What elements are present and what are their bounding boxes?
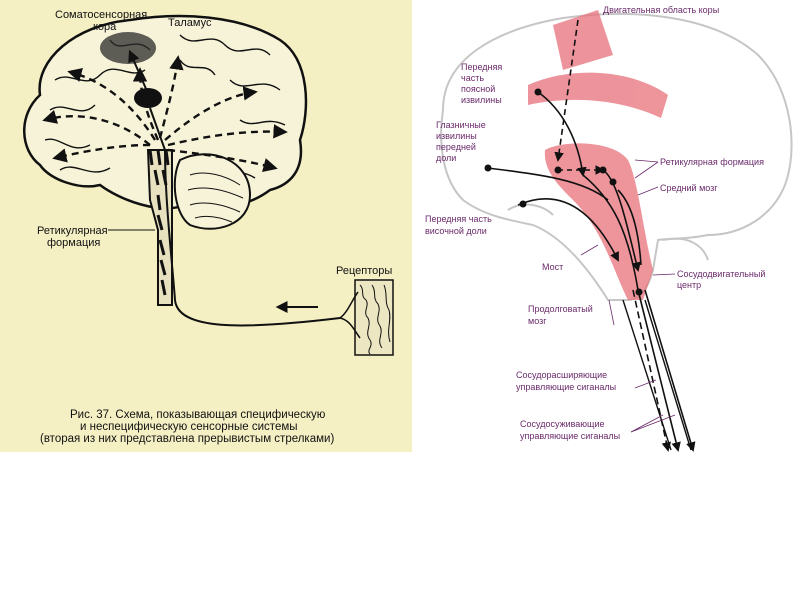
- label-cingulate-line1: Передняя: [461, 62, 502, 72]
- label-medulla-line2: мозг: [528, 316, 547, 326]
- cingulate-band: [528, 72, 668, 118]
- receptor-tissue: [339, 279, 394, 356]
- label-motor-cortex: Двигательная область коры: [603, 5, 719, 15]
- label-reticular-line1: Ретикулярная: [37, 225, 108, 237]
- thalamus-shape: [134, 88, 162, 108]
- label-vasomotor-line1: Сосудодвигательный: [677, 269, 765, 279]
- label-reticular-line2: формация: [47, 237, 100, 249]
- somatosensory-cortex-area: [100, 32, 156, 64]
- brain-outline: [23, 14, 308, 211]
- spinal-cord: [622, 299, 692, 451]
- label-vasodilator-line2: управляющие сиганалы: [516, 382, 616, 392]
- label-orbital-line4: доли: [436, 153, 456, 163]
- label-midbrain: Средний мозг: [660, 183, 718, 193]
- label-vasodilator-line1: Сосудорасширяющие: [516, 370, 607, 380]
- label-vasoconstrictor-line2: управляющие сиганалы: [520, 431, 620, 441]
- label-temporal-line1: Передняя часть: [425, 214, 492, 224]
- caption-line2: и неспецифическую сенсорные системы: [80, 421, 298, 433]
- label-cingulate-line3: поясной: [461, 84, 495, 94]
- label-reticular-formation: Ретикулярная формация: [660, 157, 764, 167]
- motor-cortex-band: [553, 10, 613, 70]
- cerebellum-outline: [662, 237, 709, 261]
- caption-line3: (вторая из них представлена прерывистым …: [40, 433, 334, 445]
- label-orbital-line1: Глазничные: [436, 120, 486, 130]
- sagittal-brain-outline: [440, 12, 793, 301]
- reticular-formation-stripes: [148, 149, 170, 296]
- reticular-midbrain-region: [544, 143, 653, 300]
- label-thalamus: Таламус: [168, 17, 212, 29]
- vasomotor-diagram: Двигательная область коры Передняя часть…: [425, 5, 793, 452]
- highlight-regions: [528, 10, 668, 300]
- pathway-nodes: [484, 88, 643, 296]
- label-orbital-line3: передней: [436, 142, 476, 152]
- label-cingulate-line4: извилины: [461, 95, 502, 105]
- label-somatosensory-line1: Соматосенсорная: [55, 9, 147, 21]
- leader-lines: [580, 159, 676, 433]
- label-medulla-line1: Продолговатый: [528, 304, 593, 314]
- label-pons: Мост: [542, 262, 563, 272]
- label-orbital-line2: извилины: [436, 131, 477, 141]
- sensory-systems-diagram: Соматосенсорная кора Таламус Ретикулярна…: [23, 9, 394, 445]
- label-somatosensory-line2: кора: [93, 21, 117, 33]
- label-vasomotor-line2: центр: [677, 280, 701, 290]
- temporal-outline: [507, 203, 554, 216]
- caption-line1: Рис. 37. Схема, показывающая специфическ…: [70, 409, 326, 421]
- label-cingulate-line2: часть: [461, 73, 484, 83]
- pathways: [487, 19, 696, 452]
- sensory-systems-figure: Соматосенсорная кора Таламус Ретикулярна…: [0, 0, 412, 452]
- vasomotor-figure: Двигательная область коры Передняя часть…: [413, 0, 800, 470]
- label-vasoconstrictor-line1: Сосудосуживающие: [520, 419, 605, 429]
- specific-pathway: [128, 49, 341, 327]
- label-receptors: Рецепторы: [336, 265, 392, 277]
- nonspecific-arrows: [42, 55, 288, 172]
- label-temporal-line2: височной доли: [425, 226, 487, 236]
